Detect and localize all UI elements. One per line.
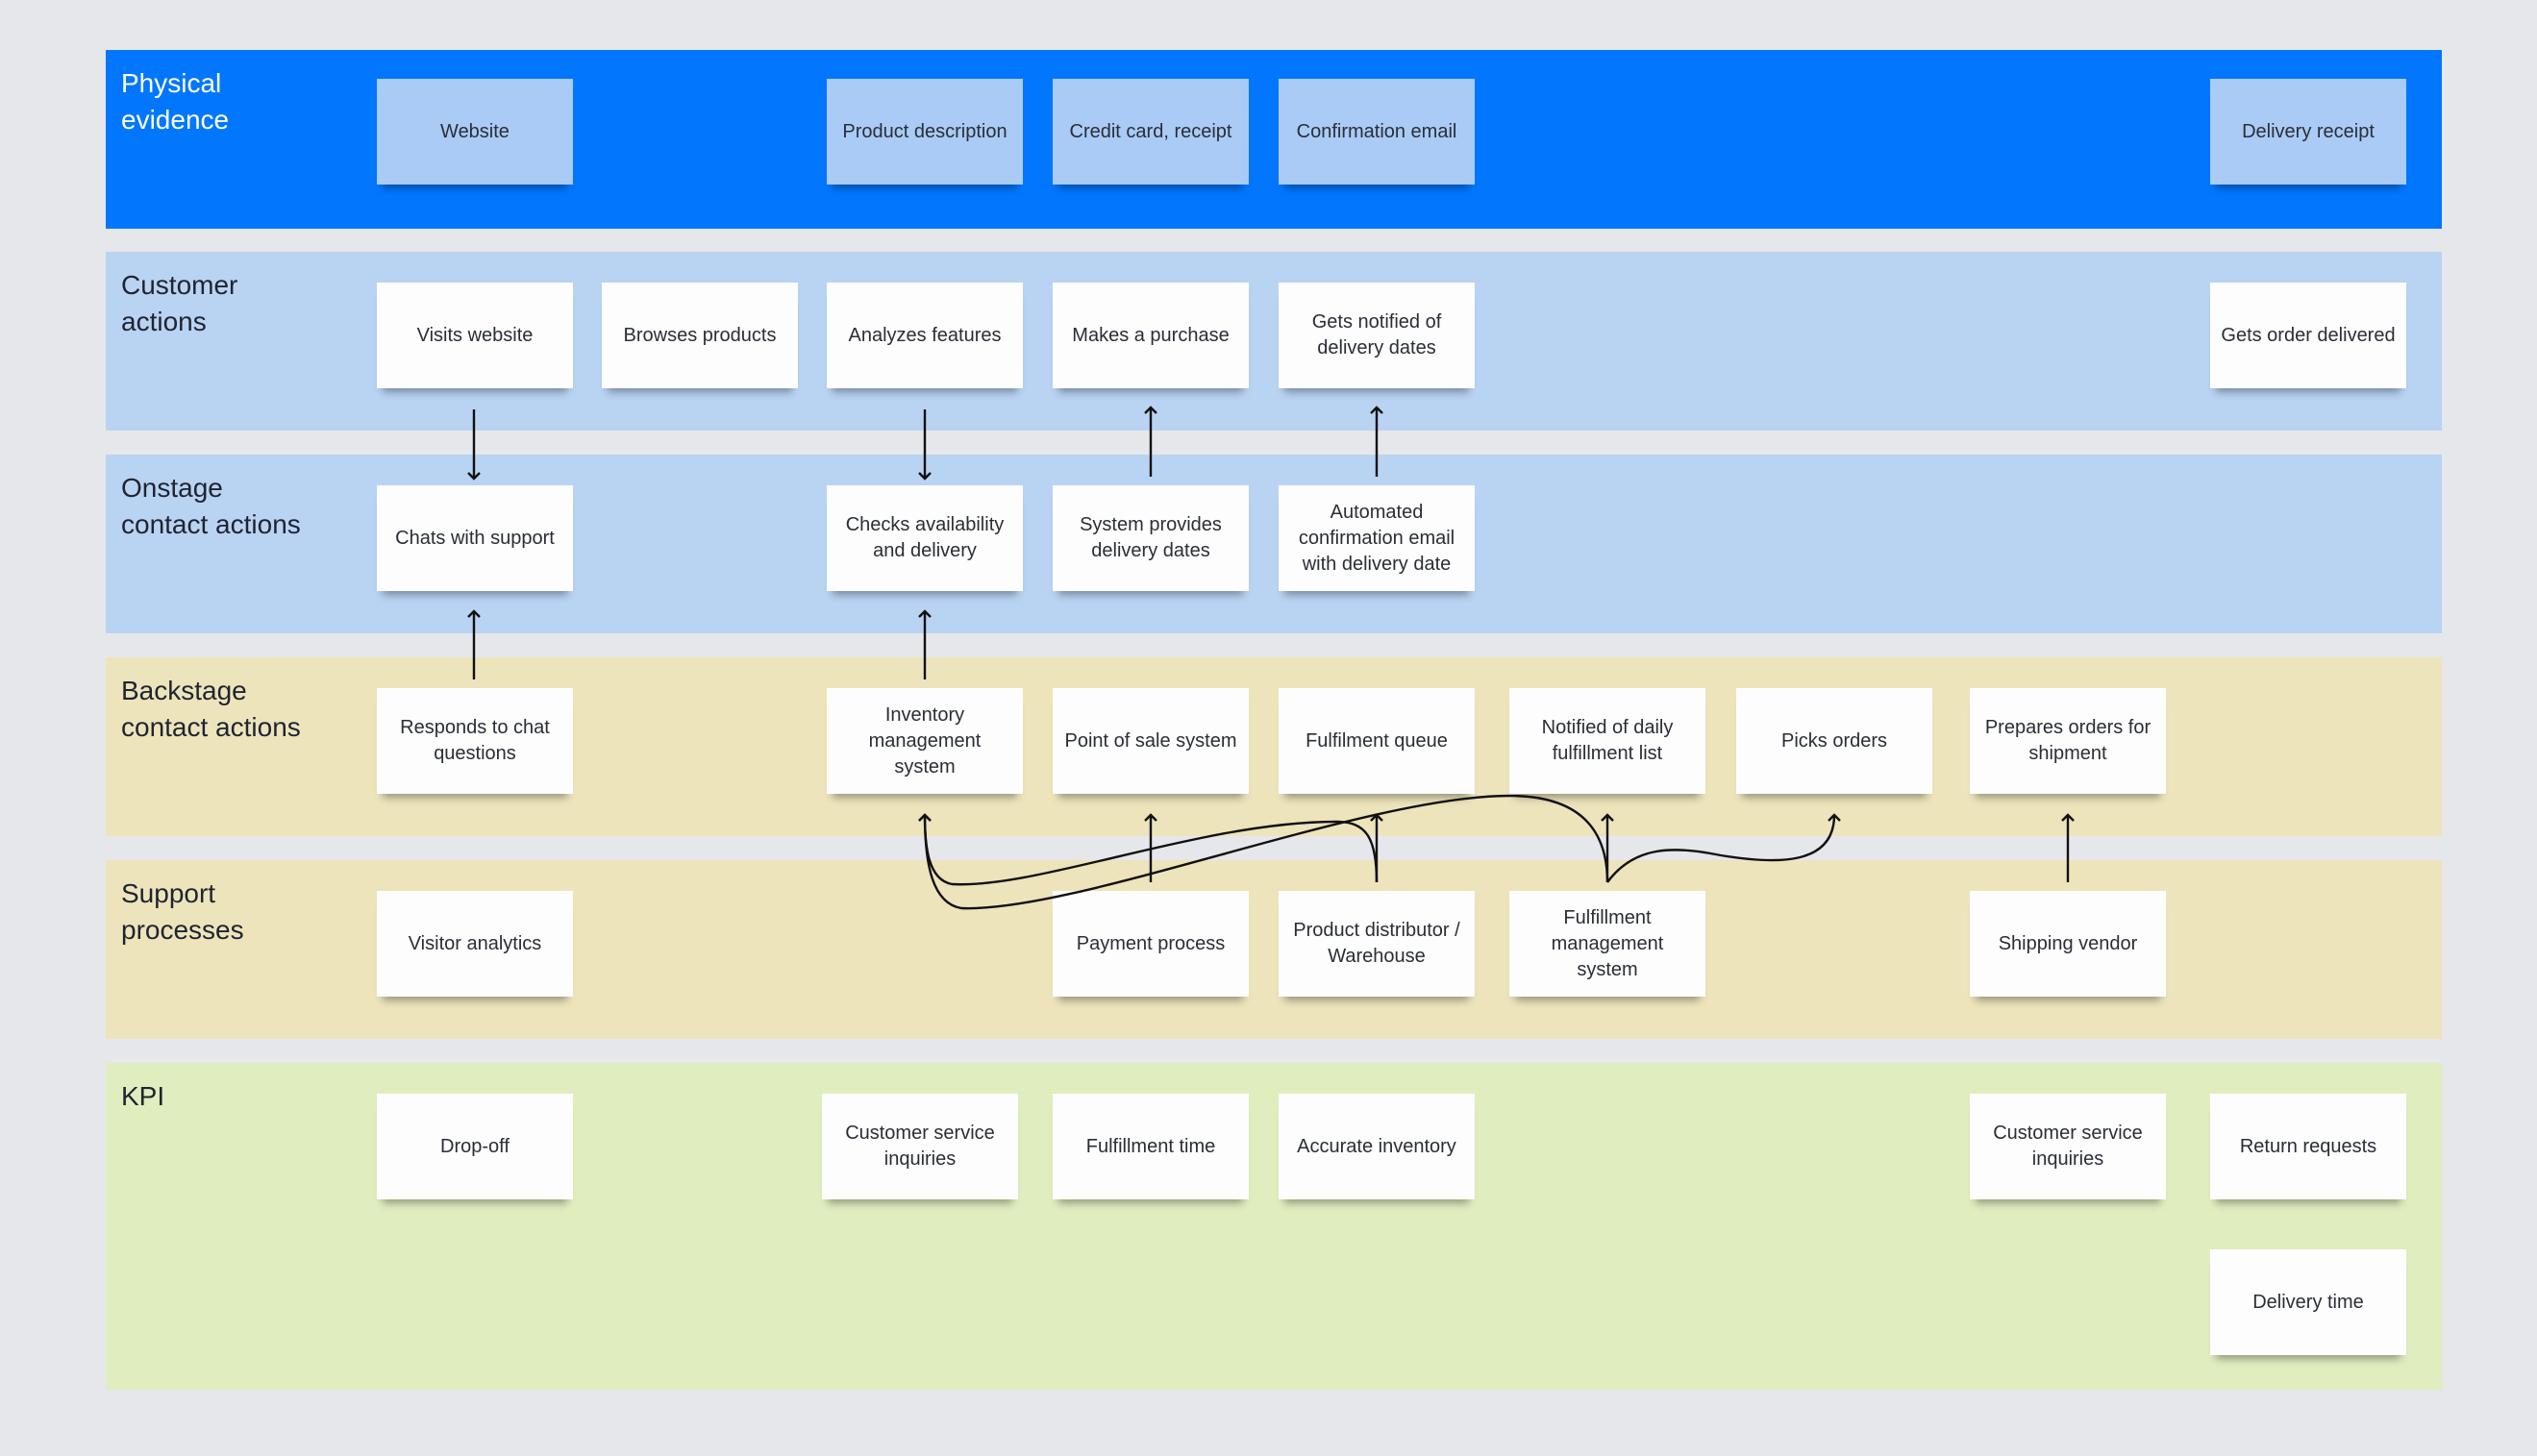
note-customer-service-inquiries[interactable]: Customer service inquiries <box>1970 1094 2166 1199</box>
note-system-provides-delivery-dates[interactable]: System provides delivery dates <box>1053 485 1249 591</box>
note-gets-notified-of-delivery-dates[interactable]: Gets notified of delivery dates <box>1279 283 1475 388</box>
note-fulfilment-queue[interactable]: Fulfilment queue <box>1279 688 1475 794</box>
note-delivery-receipt[interactable]: Delivery receipt <box>2210 79 2406 185</box>
note-accurate-inventory[interactable]: Accurate inventory <box>1279 1094 1475 1199</box>
note-chats-with-support[interactable]: Chats with support <box>377 485 573 591</box>
note-analyzes-features[interactable]: Analyzes features <box>827 283 1023 388</box>
note-visitor-analytics[interactable]: Visitor analytics <box>377 891 573 997</box>
note-confirmation-email[interactable]: Confirmation email <box>1279 79 1475 185</box>
lane-title: Support processes <box>121 878 244 945</box>
note-payment-process[interactable]: Payment process <box>1053 891 1249 997</box>
note-notified-of-daily-fulfillment-list[interactable]: Notified of daily fulfillment list <box>1509 688 1705 794</box>
note-browses-products[interactable]: Browses products <box>602 283 798 388</box>
lane-title: Onstage contact actions <box>121 473 301 539</box>
lane-title: Customer actions <box>121 270 238 336</box>
note-automated-confirmation-email[interactable]: Automated confirmation email with delive… <box>1279 485 1475 591</box>
lane-title: Backstage contact actions <box>121 676 301 742</box>
lane-onstage-contact-actions: Onstage contact actions <box>106 455 2442 633</box>
note-website[interactable]: Website <box>377 79 573 185</box>
note-fulfillment-time[interactable]: Fulfillment time <box>1053 1094 1249 1199</box>
note-return-requests[interactable]: Return requests <box>2210 1094 2406 1199</box>
note-delivery-time[interactable]: Delivery time <box>2210 1249 2406 1355</box>
note-visits-website[interactable]: Visits website <box>377 283 573 388</box>
note-gets-order-delivered[interactable]: Gets order delivered <box>2210 283 2406 388</box>
note-makes-a-purchase[interactable]: Makes a purchase <box>1053 283 1249 388</box>
lane-title: Physical evidence <box>121 68 230 135</box>
note-picks-orders[interactable]: Picks orders <box>1736 688 1932 794</box>
note-credit-card-receipt[interactable]: Credit card, receipt <box>1053 79 1249 185</box>
note-customer-service-inquiries[interactable]: Customer service inquiries <box>822 1094 1018 1199</box>
lane-title: KPI <box>121 1081 165 1111</box>
note-responds-to-chat-questions[interactable]: Responds to chat questions <box>377 688 573 794</box>
note-shipping-vendor[interactable]: Shipping vendor <box>1970 891 2166 997</box>
note-fulfillment-management-system[interactable]: Fulfillment management system <box>1509 891 1705 997</box>
note-checks-availability[interactable]: Checks availability and delivery <box>827 485 1023 591</box>
note-point-of-sale-system[interactable]: Point of sale system <box>1053 688 1249 794</box>
note-inventory-management-system[interactable]: Inventory management system <box>827 688 1023 794</box>
note-prepares-orders-for-shipment[interactable]: Prepares orders for shipment <box>1970 688 2166 794</box>
note-product-description[interactable]: Product description <box>827 79 1023 185</box>
note-drop-off[interactable]: Drop-off <box>377 1094 573 1199</box>
note-product-distributor-warehouse[interactable]: Product distributor / Warehouse <box>1279 891 1475 997</box>
